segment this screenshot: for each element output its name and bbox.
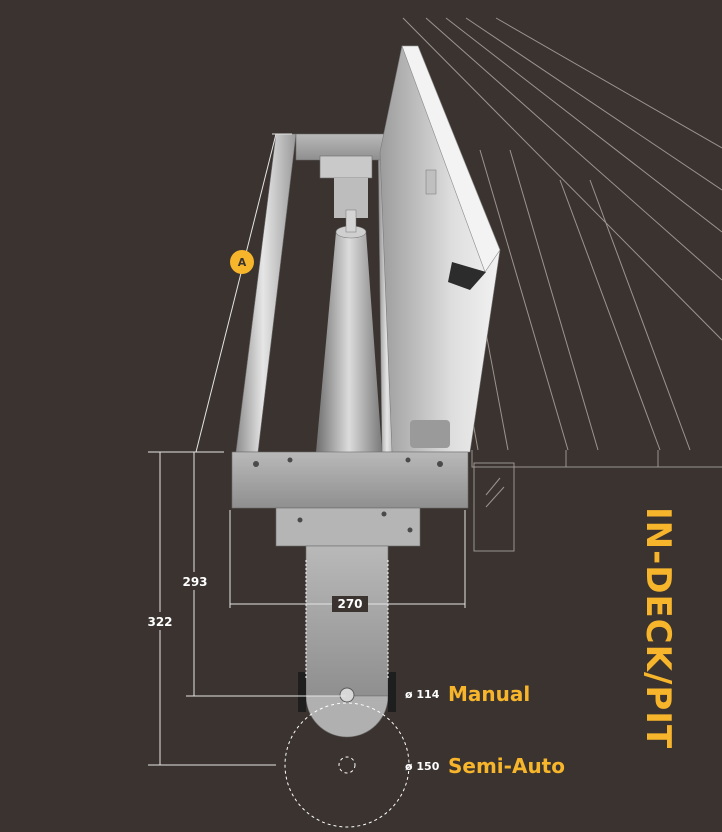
mode-semi-auto-label: Semi-Auto — [448, 754, 565, 778]
front-plate — [231, 451, 469, 547]
mode-manual-label: Manual — [448, 682, 530, 706]
roller-tube — [316, 209, 382, 452]
marker-a-label: A — [238, 256, 247, 269]
diameter-manual: ø 114 — [405, 688, 440, 701]
semi-auto-outline — [284, 702, 410, 828]
dimension-270: 270 — [337, 597, 362, 611]
cover-lid — [379, 45, 501, 453]
diameter-semi-auto: ø 150 — [405, 760, 440, 773]
dimension-293: 293 — [182, 575, 207, 589]
dimension-322: 322 — [147, 615, 172, 629]
marker-a: A — [230, 250, 254, 274]
side-title-text: IN-DECK/PIT — [638, 506, 678, 750]
arm-bracket — [298, 545, 396, 738]
side-title: IN-DECK/PIT — [618, 488, 698, 768]
